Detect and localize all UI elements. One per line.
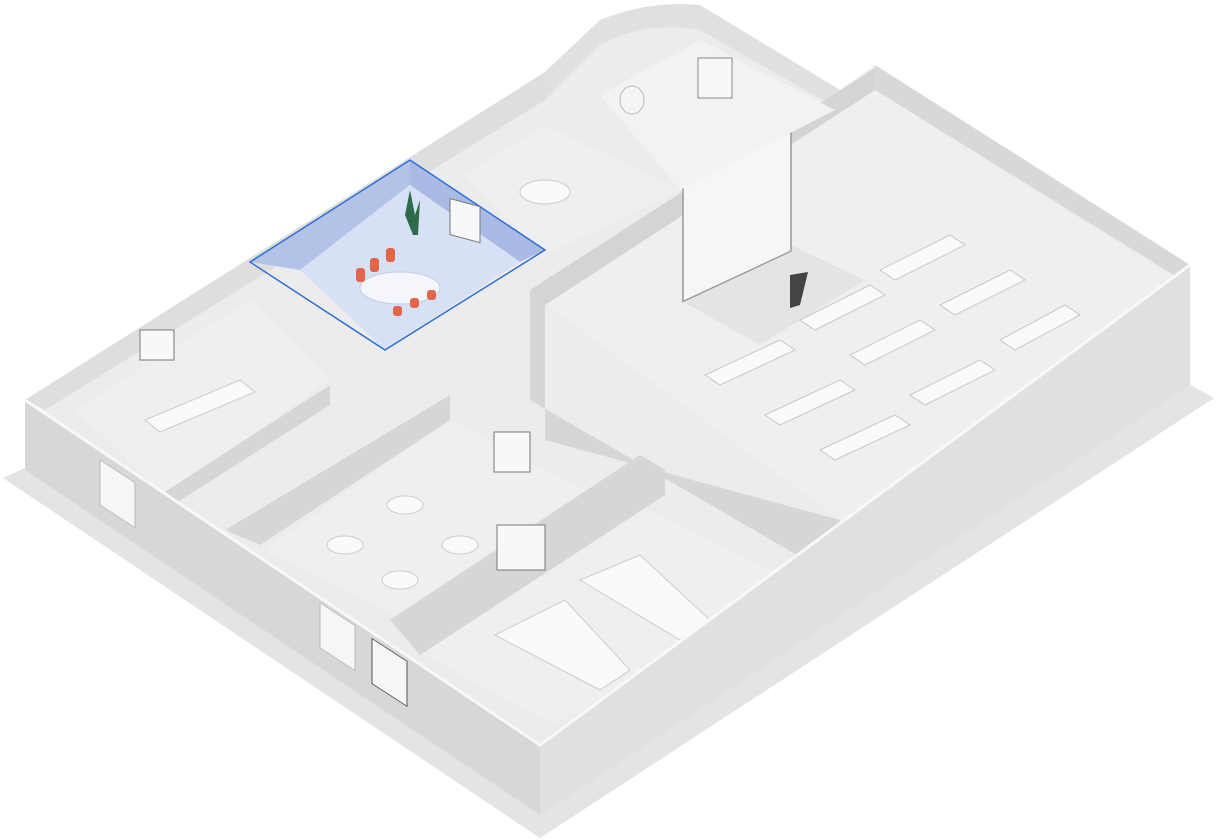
table	[493, 599, 631, 691]
back-wall-right	[875, 65, 1190, 285]
room-training-wall-divider	[530, 290, 840, 580]
chair	[386, 248, 395, 262]
interior-wall-mid	[225, 395, 450, 545]
room-lounge-floor[interactable]	[600, 40, 835, 190]
table	[763, 379, 857, 426]
training-tables	[703, 234, 1081, 461]
room-display	[493, 431, 531, 473]
chair	[410, 298, 419, 308]
table	[849, 319, 936, 366]
display-stand	[697, 57, 733, 99]
chair	[427, 290, 436, 300]
table	[799, 284, 886, 331]
chair	[356, 268, 365, 282]
table	[879, 234, 966, 281]
table	[939, 269, 1026, 316]
front-wall-right	[540, 265, 1190, 815]
window	[99, 459, 136, 529]
wall-top-edge	[24, 263, 1191, 747]
room-display	[496, 524, 546, 571]
selected-room-back-wall-left	[250, 160, 410, 270]
table	[703, 339, 797, 386]
accent-chairs	[356, 248, 436, 316]
table	[818, 414, 912, 461]
round-table	[441, 535, 479, 555]
table	[999, 304, 1081, 351]
room-display	[139, 329, 175, 361]
room-display	[449, 197, 481, 244]
round-table	[519, 179, 571, 205]
chair	[393, 306, 402, 316]
round-table	[386, 495, 424, 515]
room-selected-boardroom[interactable]	[248, 159, 547, 351]
plant-icon	[405, 190, 420, 235]
podium-icon	[790, 272, 808, 308]
room-classroom-floor[interactable]	[415, 505, 790, 725]
selected-room-outline	[248, 159, 547, 351]
window	[319, 601, 356, 672]
table	[909, 359, 996, 406]
room-huddle-floor[interactable]	[465, 125, 680, 255]
round-table	[381, 570, 419, 590]
interior-wall	[160, 385, 330, 510]
stage-platform	[680, 240, 865, 345]
back-wall-rounded	[545, 4, 840, 110]
front-wall-left	[25, 400, 540, 815]
room-meeting-left-table	[144, 379, 256, 433]
chair	[370, 258, 379, 272]
round-table	[326, 535, 364, 555]
window	[371, 637, 408, 708]
egg-chair	[619, 85, 645, 115]
conference-table	[359, 271, 441, 305]
